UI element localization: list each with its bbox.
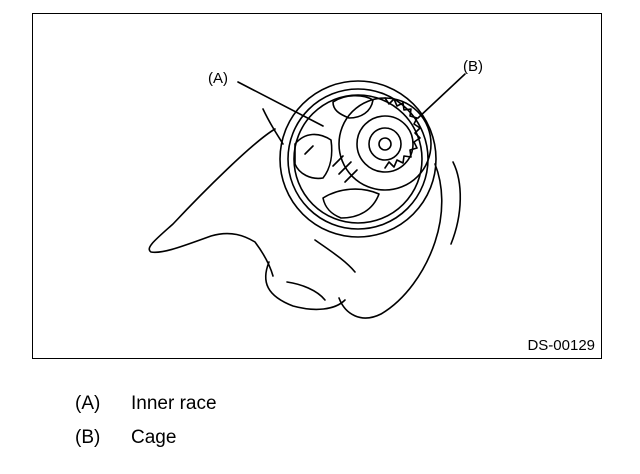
leader-line-a	[237, 81, 324, 127]
figure-frame: (A) (B) DS-00129	[32, 13, 602, 359]
finger-lower	[286, 281, 326, 301]
outer-race	[279, 80, 437, 238]
inner-race-teeth	[384, 97, 421, 169]
leader-line-b	[417, 73, 466, 119]
spline-bore-inner	[368, 127, 402, 161]
cage-window-top	[332, 94, 374, 119]
joint-illustration	[148, 73, 466, 319]
center-hole	[378, 137, 392, 151]
cage-window-bottom	[322, 188, 380, 219]
figure-id: DS-00129	[527, 337, 595, 354]
legend-row: (B) Cage	[75, 427, 217, 461]
legend-label: Inner race	[131, 393, 217, 414]
right-hand-finger	[450, 161, 462, 245]
left-hand	[148, 128, 276, 277]
legend-key: (B)	[75, 427, 101, 448]
cage-window-left	[294, 133, 333, 180]
legend-label: Cage	[131, 427, 177, 448]
finger-lower-2	[314, 239, 356, 273]
inner-race	[338, 97, 432, 191]
legend: (A) Inner race (B) Cage	[75, 393, 217, 461]
right-hand	[338, 163, 443, 319]
spline-bore	[356, 115, 414, 173]
thumb	[265, 261, 346, 311]
left-hand-finger	[262, 108, 284, 145]
legend-row: (A) Inner race	[75, 393, 217, 427]
callout-a: (A)	[208, 70, 228, 87]
cage-hatching	[304, 145, 358, 183]
callout-b: (B)	[463, 58, 483, 75]
legend-key: (A)	[75, 393, 101, 414]
